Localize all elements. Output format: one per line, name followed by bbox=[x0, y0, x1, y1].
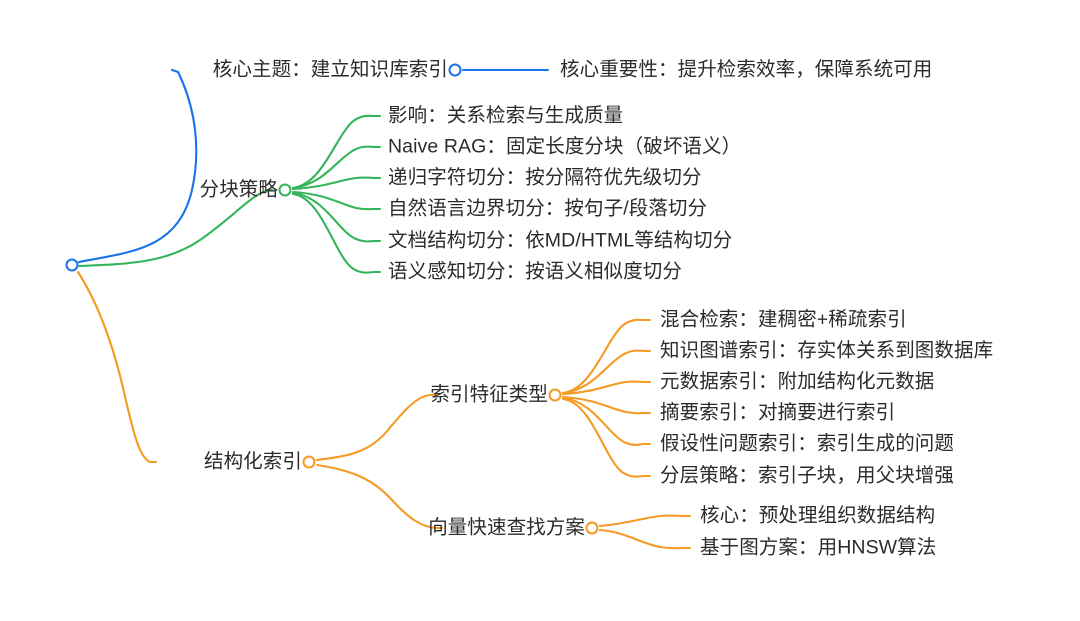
node-feature-leaf-hybrid-search[interactable]: 混合检索：建稠密+稀疏索引 bbox=[660, 308, 907, 331]
edge-vector-leaf-2 bbox=[598, 528, 692, 550]
node-index-feature-types[interactable]: 索引特征类型 bbox=[430, 383, 548, 406]
node-core-importance[interactable]: 核心重要性：提升检索效率，保障系统可用 bbox=[560, 58, 933, 81]
edge-chunking-leaf-4 bbox=[291, 190, 382, 211]
node-chunking-leaf-recursive-char[interactable]: 递归字符切分：按分隔符优先级切分 bbox=[388, 166, 702, 189]
edge-feature-leaf-3 bbox=[561, 380, 652, 396]
chunking-strategy-node-dot[interactable] bbox=[278, 183, 292, 197]
edge-feature-leaf-4 bbox=[561, 395, 652, 415]
vector-fast-lookup-node-dot[interactable] bbox=[585, 521, 599, 535]
edge-chunking-leaf-2 bbox=[291, 145, 382, 190]
node-structured-index[interactable]: 结构化索引 bbox=[203, 450, 302, 473]
node-chunking-strategy[interactable]: 分块策略 bbox=[199, 178, 278, 201]
edge-root-to-core-topic bbox=[77, 68, 198, 264]
index-feature-types-node-dot[interactable] bbox=[548, 388, 562, 402]
node-feature-leaf-knowledge-graph[interactable]: 知识图谱索引：存实体关系到图数据库 bbox=[660, 339, 994, 362]
node-chunking-leaf-impact[interactable]: 影响：关系检索与生成质量 bbox=[388, 104, 624, 127]
root-node-dot[interactable] bbox=[65, 258, 79, 272]
node-feature-leaf-hierarchical[interactable]: 分层策略：索引子块，用父块增强 bbox=[660, 464, 955, 487]
node-vector-leaf-core[interactable]: 核心：预处理组织数据结构 bbox=[700, 504, 936, 527]
node-feature-leaf-summary[interactable]: 摘要索引：对摘要进行索引 bbox=[660, 401, 896, 424]
edge-feature-leaf-6 bbox=[561, 397, 652, 478]
node-vector-leaf-graph-based[interactable]: 基于图方案：用HNSW算法 bbox=[700, 536, 937, 559]
edge-structured-to-feature-types bbox=[315, 393, 438, 462]
edge-vector-leaf-1 bbox=[598, 514, 692, 528]
edge-feature-leaf-2 bbox=[561, 349, 652, 395]
node-feature-leaf-hypothetical-question[interactable]: 假设性问题索引：索引生成的问题 bbox=[660, 432, 955, 455]
edge-chunking-leaf-1 bbox=[291, 114, 382, 190]
edge-chunking-leaf-3 bbox=[291, 176, 382, 191]
edge-feature-leaf-1 bbox=[561, 318, 652, 395]
node-feature-leaf-metadata[interactable]: 元数据索引：附加结构化元数据 bbox=[660, 370, 935, 393]
edge-chunking-leaf-5 bbox=[291, 191, 382, 243]
node-chunking-leaf-semantic[interactable]: 语义感知切分：按语义相似度切分 bbox=[388, 260, 683, 283]
edge-root-to-structured-index bbox=[76, 270, 158, 464]
node-chunking-leaf-naive-rag[interactable]: Naive RAG：固定长度分块（破坏语义） bbox=[388, 135, 742, 158]
edge-feature-leaf-5 bbox=[561, 396, 652, 446]
node-chunking-leaf-doc-structure[interactable]: 文档结构切分：依MD/HTML等结构切分 bbox=[388, 229, 733, 252]
edge-chunking-leaf-6 bbox=[291, 192, 382, 274]
node-chunking-leaf-nl-boundary[interactable]: 自然语言边界切分：按句子/段落切分 bbox=[388, 197, 708, 220]
node-vector-fast-lookup[interactable]: 向量快速查找方案 bbox=[428, 516, 585, 539]
edge-root-to-chunking bbox=[77, 188, 274, 268]
core-topic-node-dot[interactable] bbox=[448, 63, 462, 77]
structured-index-node-dot[interactable] bbox=[302, 455, 316, 469]
node-core-topic[interactable]: 核心主题：建立知识库索引 bbox=[212, 58, 448, 81]
